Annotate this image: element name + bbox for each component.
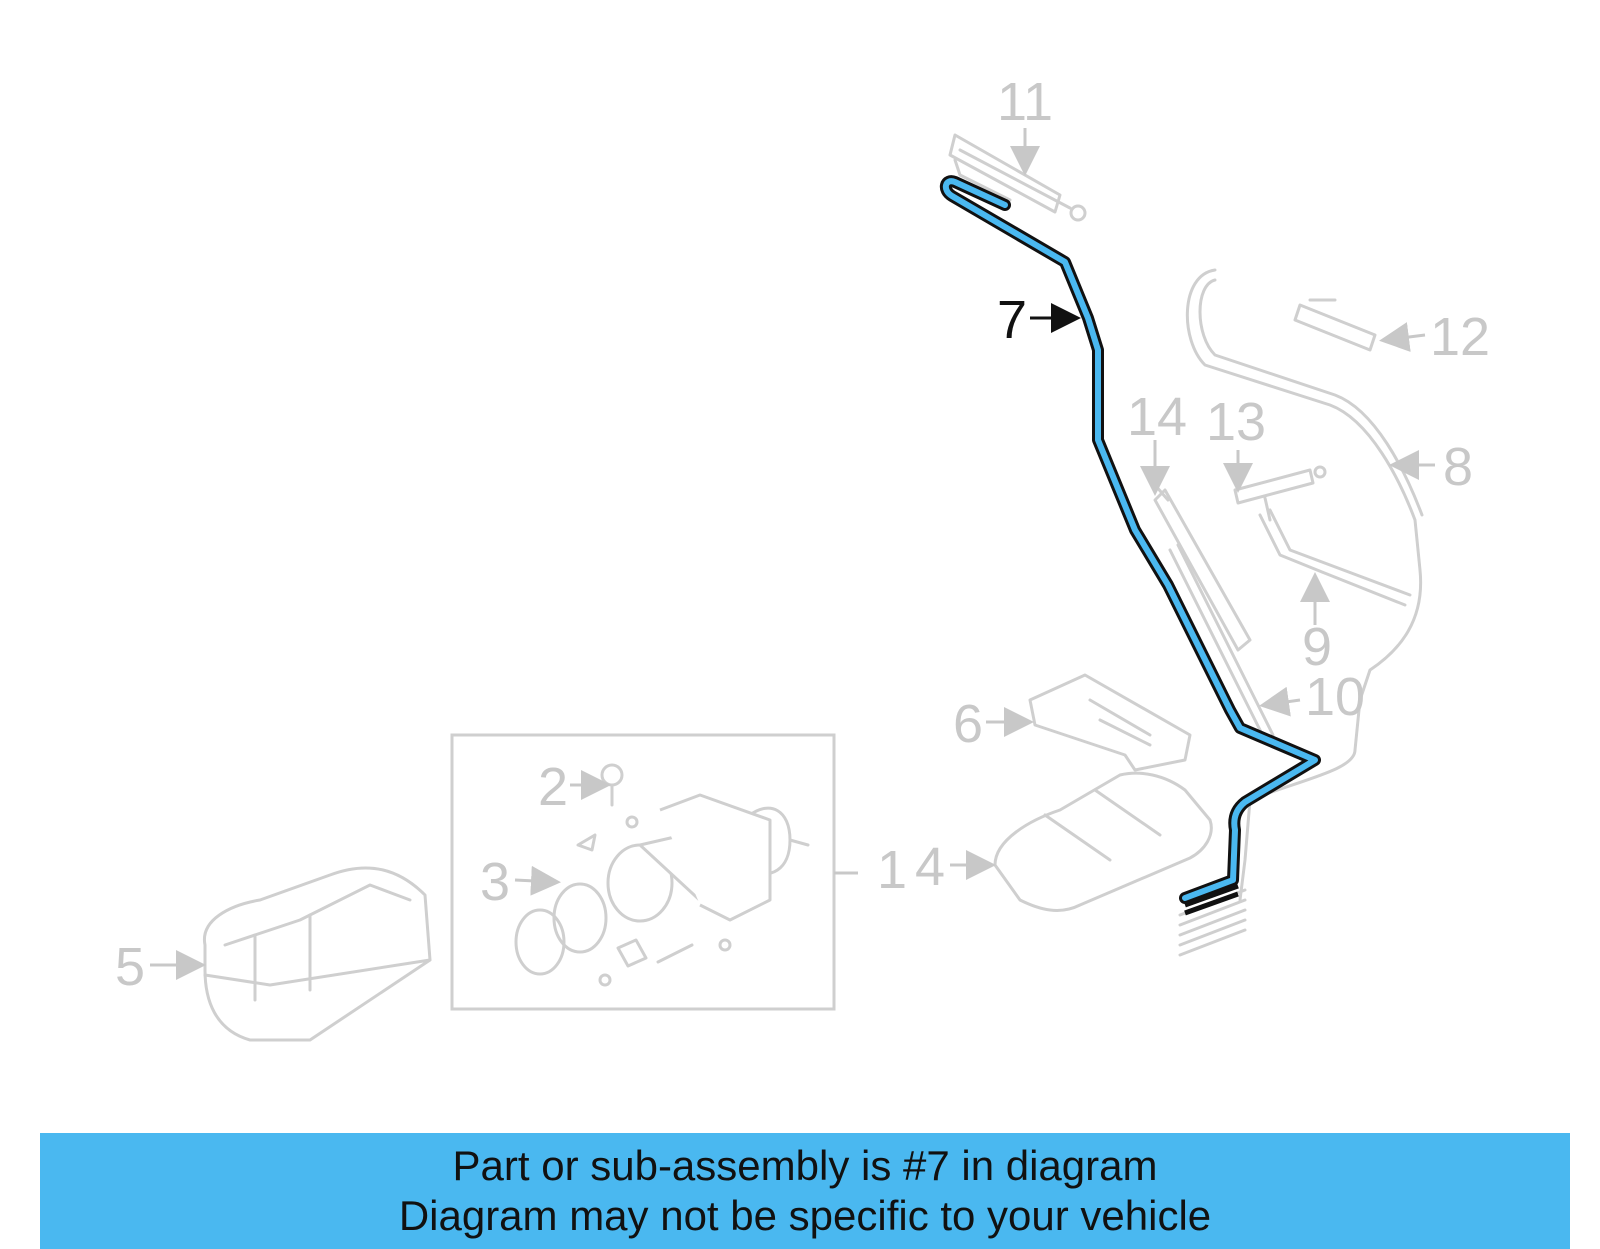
part-10-hose	[1168, 543, 1275, 742]
parts-diagram: 1 2 3 4 5 6 7 8 9 10 11 12 13 14	[115, 72, 1490, 1042]
callout-10: 10	[1305, 667, 1365, 727]
part-4-tray	[993, 771, 1213, 912]
part-6-bracket	[1028, 673, 1192, 772]
part-7-brake-line	[939, 175, 1321, 916]
arrow-10	[1259, 686, 1301, 717]
info-banner: Part or sub-assembly is #7 in diagram Di…	[40, 1133, 1570, 1249]
part-13-cylinder	[1233, 465, 1327, 522]
callout-11: 11	[997, 72, 1053, 132]
callout-4: 4	[915, 837, 945, 897]
callout-1: 1	[877, 840, 907, 900]
callout-12: 12	[1430, 307, 1490, 367]
callout-5: 5	[115, 937, 145, 997]
callout-8: 8	[1443, 437, 1473, 497]
callout-14: 14	[1127, 387, 1187, 447]
part-9-hose	[1258, 508, 1412, 607]
callout-2: 2	[538, 757, 568, 817]
callout-6: 6	[953, 694, 983, 754]
part-5-tray	[203, 866, 432, 1042]
part-12-cylinder	[1293, 298, 1377, 352]
banner-line-1: Part or sub-assembly is #7 in diagram	[452, 1142, 1158, 1189]
banner-line-2: Diagram may not be specific to your vehi…	[398, 1192, 1212, 1239]
callout-9: 9	[1302, 617, 1332, 677]
part-1-module	[450, 733, 858, 1011]
callout-3: 3	[480, 852, 510, 912]
part-14-cylinder	[1153, 483, 1252, 652]
arrow-3	[514, 865, 561, 896]
arrow-12	[1379, 322, 1426, 352]
callout-7: 7	[997, 290, 1027, 350]
callout-13: 13	[1206, 392, 1266, 452]
